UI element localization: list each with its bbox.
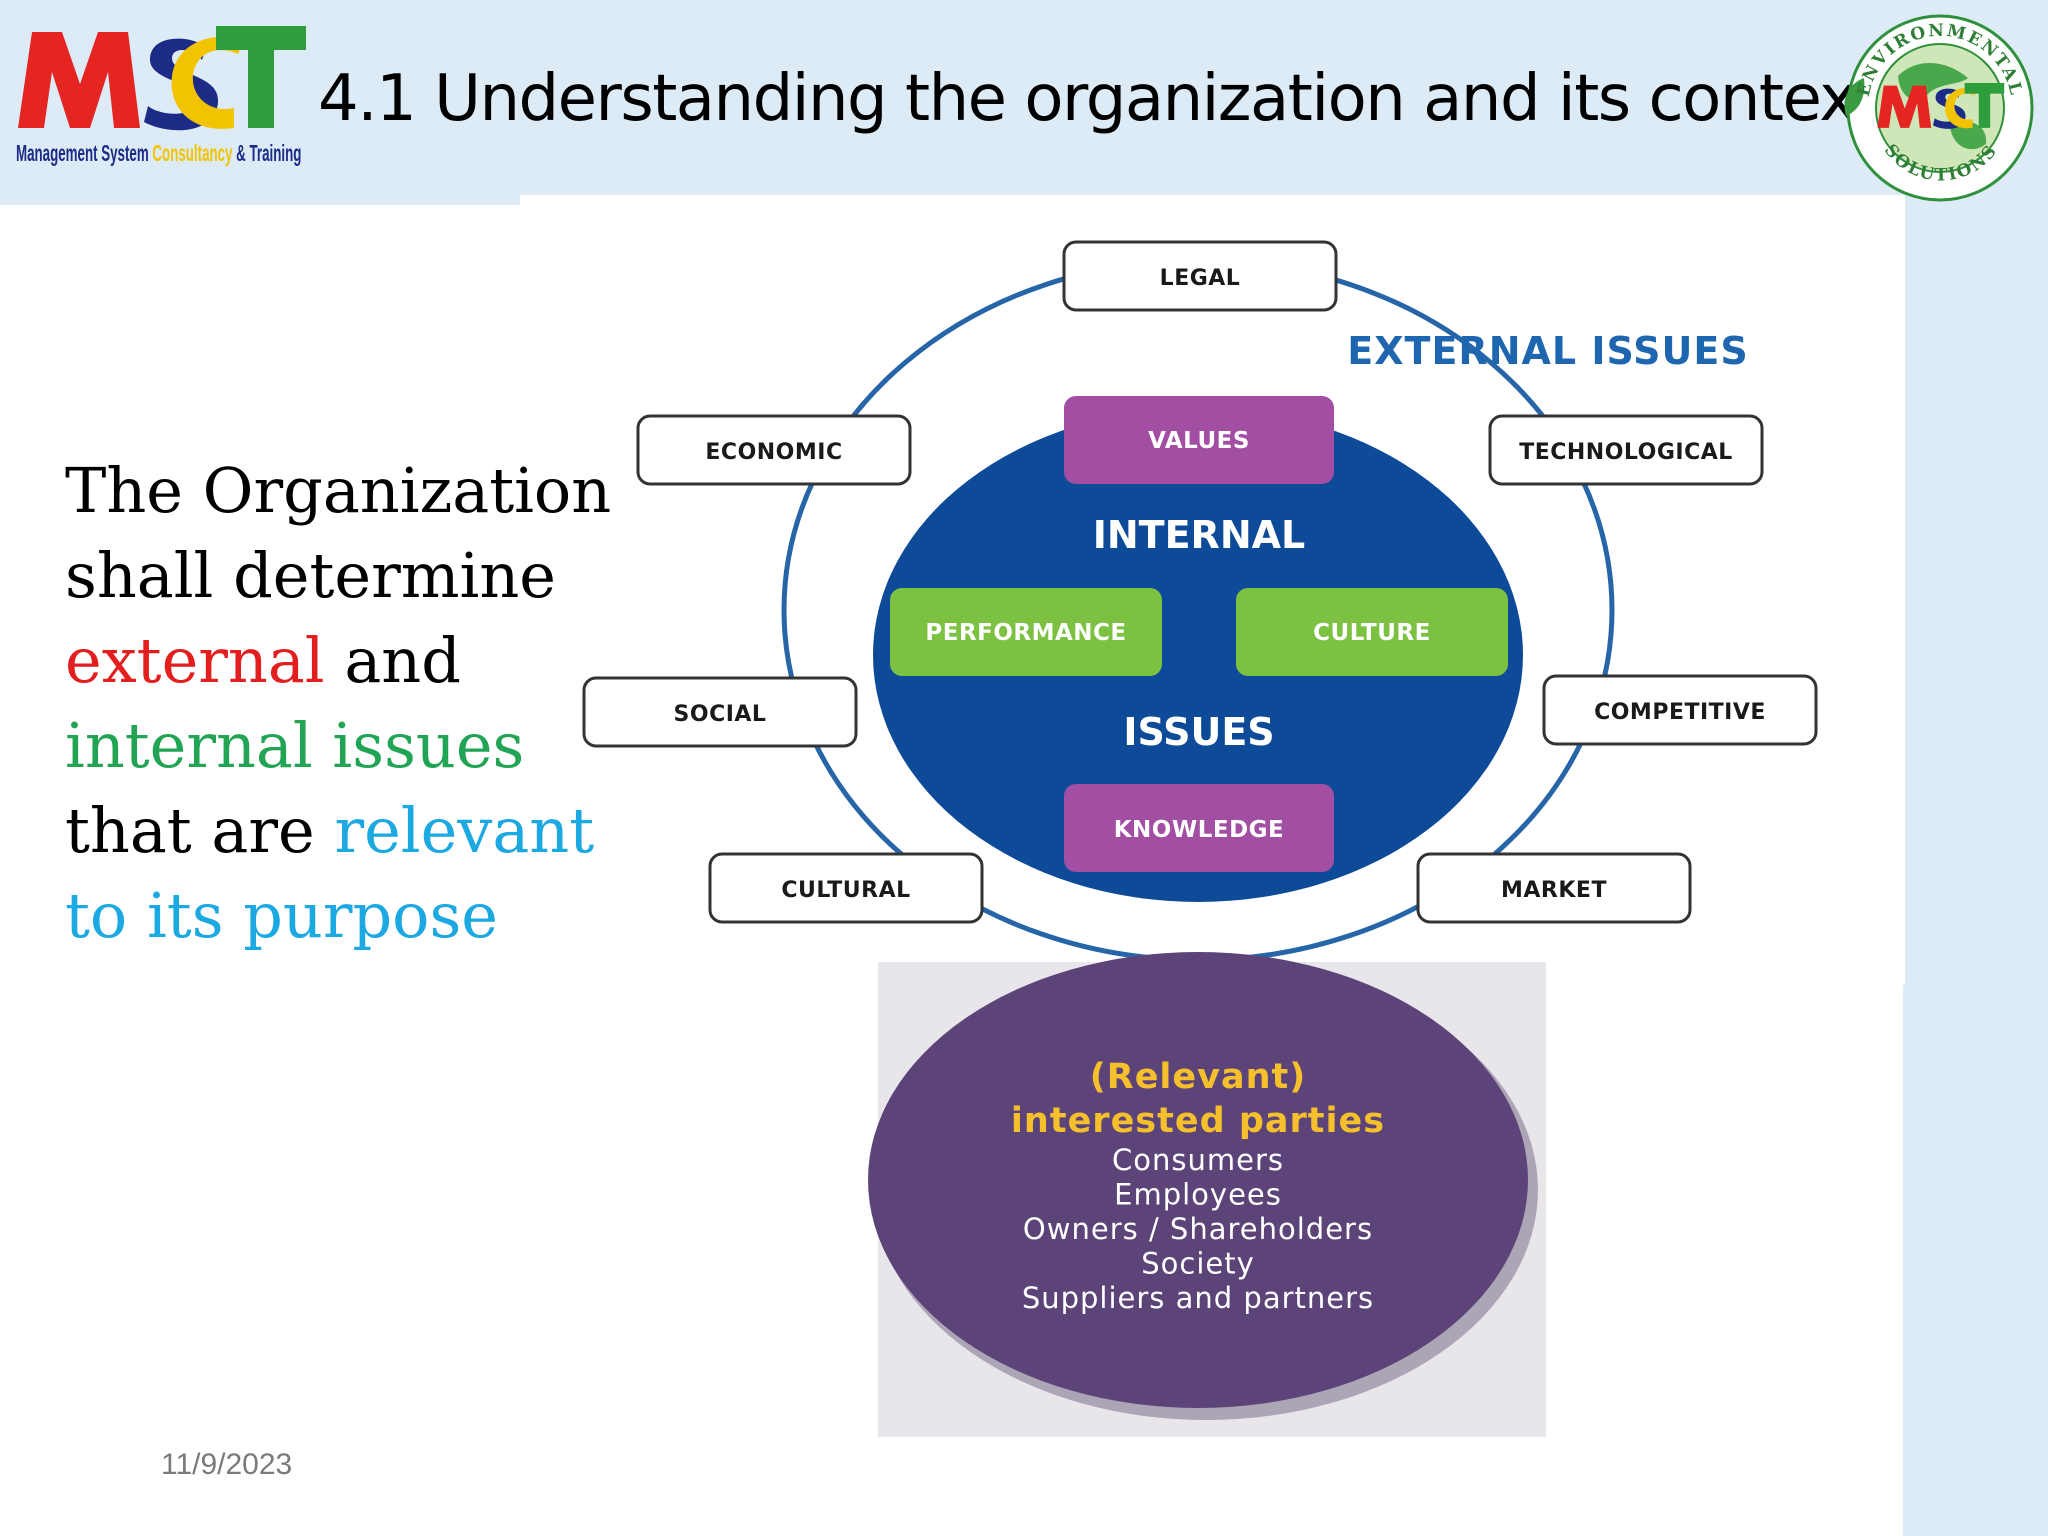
statement-segment: internal issues: [65, 709, 525, 782]
msct-logo-mark: [18, 26, 306, 131]
statement-line: internal issues: [65, 703, 605, 788]
tagline-part-2: Consultancy: [152, 140, 233, 166]
statement-line: shall determine: [65, 533, 605, 618]
interested-party-item: Society: [1141, 1247, 1255, 1281]
statement-segment: The Organization: [65, 454, 612, 527]
globe-leaf-icon: [1844, 78, 1865, 116]
tagline-part-1: Management System: [16, 140, 153, 166]
interested-party-item: Suppliers and partners: [1022, 1281, 1374, 1315]
tagline-part-3: & Training: [232, 140, 302, 166]
interested-parties-group: (Relevant) interested parties ConsumersE…: [868, 952, 1546, 1437]
right-side-strip: [1903, 205, 2048, 1536]
interested-party-item: Consumers: [1112, 1143, 1284, 1177]
header-band: [0, 0, 2048, 205]
statement-line: The Organization: [65, 448, 611, 533]
page-title: 4.1 Understanding the organization and i…: [318, 62, 1881, 136]
msct-logo-left: Management System Consultancy & Training: [10, 10, 310, 170]
diagram-panel: [520, 195, 1905, 985]
statement-segment: that are: [65, 794, 335, 867]
interested-party-item: Employees: [1114, 1178, 1282, 1212]
parties-title-1: (Relevant): [1090, 1057, 1307, 1097]
statement-segment: to its purpose: [65, 879, 499, 952]
statement-line: to its purpose: [65, 873, 605, 958]
statement-segment: relevant: [334, 794, 595, 867]
interested-party-item: Owners / Shareholders: [1023, 1212, 1373, 1246]
statement-segment: external: [65, 624, 325, 697]
statement-line: external and: [65, 618, 605, 703]
logo-tagline: Management System Consultancy & Training: [16, 140, 301, 167]
interested-parties-disc: [868, 952, 1528, 1408]
statement-segment: shall determine: [65, 539, 556, 612]
statement-line: that are relevant: [65, 788, 605, 873]
environmental-solutions-logo: ENVIRONMENTAL SOLUTIONS: [1838, 6, 2043, 206]
footer-date: 11/9/2023: [161, 1448, 293, 1481]
logo-mark-small: [1877, 83, 2005, 129]
statement-segment: and: [324, 624, 461, 697]
parties-title-2: interested parties: [1011, 1101, 1385, 1141]
